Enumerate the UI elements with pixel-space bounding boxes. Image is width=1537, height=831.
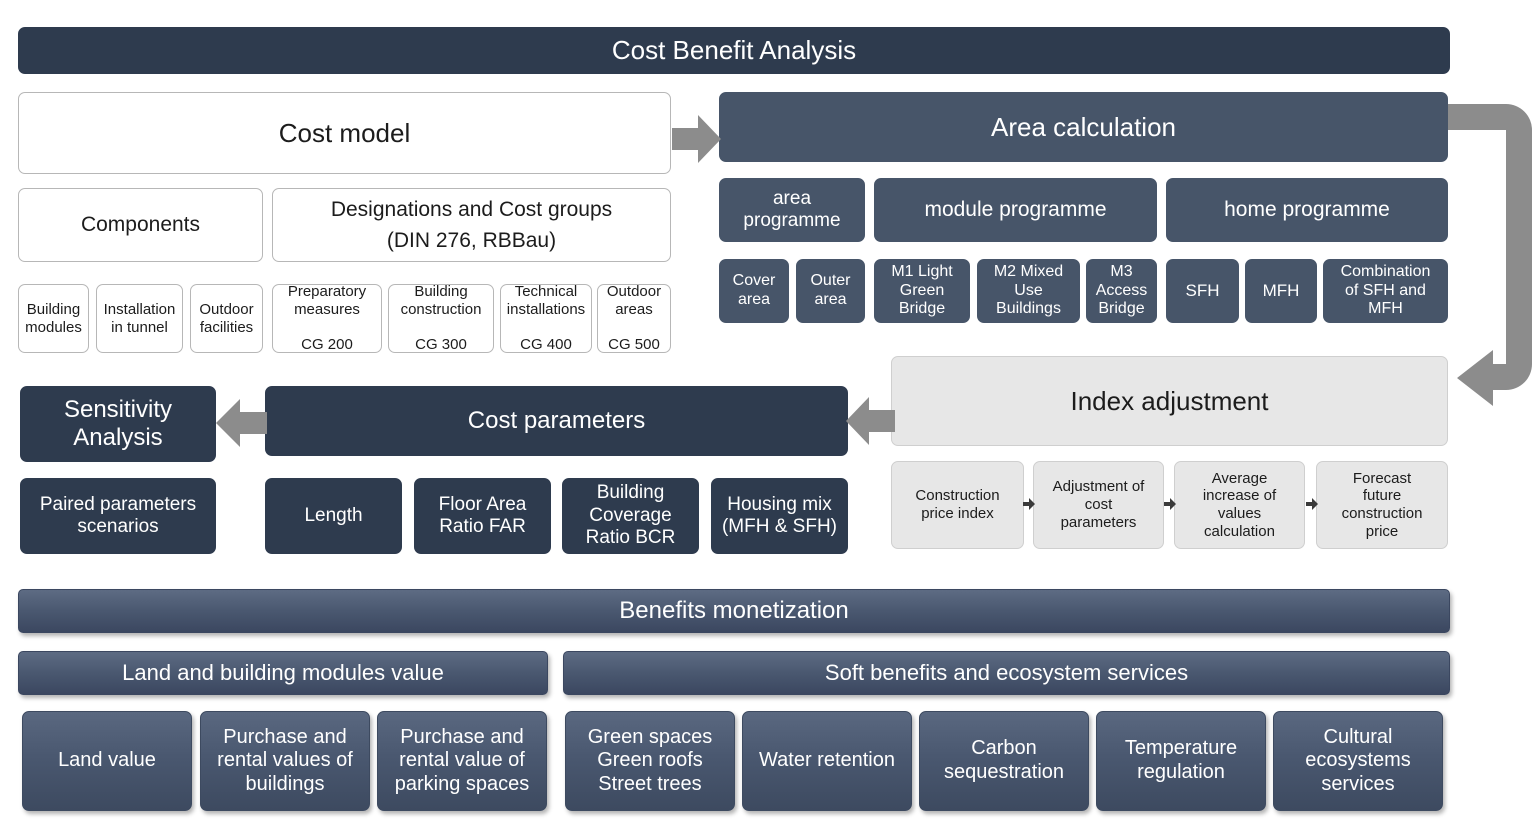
index-adjustment-title: Index adjustment bbox=[891, 356, 1448, 446]
area-calculation-title: Area calculation bbox=[719, 92, 1448, 162]
home-programme-title: home programme bbox=[1166, 178, 1448, 242]
cost-parameter-item-length: Length bbox=[265, 478, 402, 554]
area-programme-title: area programme bbox=[719, 178, 865, 242]
arrow-index-step-1-to-2 bbox=[1023, 497, 1035, 511]
home-programme-item-mfh: MFH bbox=[1245, 259, 1317, 323]
arrow-index-step-2-to-3 bbox=[1164, 497, 1176, 511]
area-programme-item-outer-area: Outer area bbox=[796, 259, 865, 323]
benefits-item-cultural-ecosystems: Cultural ecosystems services bbox=[1273, 711, 1443, 811]
home-programme-item-sfh: SFH bbox=[1166, 259, 1239, 323]
cost-group-item-building-construction: Building construction CG 300 bbox=[388, 283, 494, 353]
index-adjustment-step-construction-price-index: Construction price index bbox=[891, 461, 1024, 549]
arrow-cost-model-to-area-calculation bbox=[672, 113, 722, 165]
cost-parameter-item-floor-area-ratio: Floor Area Ratio FAR bbox=[414, 478, 551, 554]
cost-model-item-building-modules: Building modules bbox=[18, 284, 89, 353]
benefits-category-soft-benefits: Soft benefits and ecosystem services bbox=[563, 651, 1450, 695]
cost-group-item-outdoor-areas: Outdoor areas CG 500 bbox=[597, 283, 671, 353]
benefits-item-green-spaces: Green spaces Green roofs Street trees bbox=[565, 711, 735, 811]
cost-group-item-preparatory-measures: Preparatory measures CG 200 bbox=[272, 283, 382, 353]
arrow-index-step-3-to-4 bbox=[1306, 497, 1318, 511]
home-programme-item-combination: Combination of SFH and MFH bbox=[1323, 259, 1448, 323]
area-programme-item-cover-area: Cover area bbox=[719, 259, 789, 323]
cost-parameter-item-housing-mix: Housing mix (MFH & SFH) bbox=[711, 478, 848, 554]
sensitivity-analysis-item-paired-parameters: Paired parameters scenarios bbox=[20, 478, 216, 554]
cost-parameter-item-building-coverage-ratio: Building Coverage Ratio BCR bbox=[562, 478, 699, 554]
module-programme-item-m1: M1 Light Green Bridge bbox=[874, 259, 970, 323]
benefits-category-land-and-building: Land and building modules value bbox=[18, 651, 548, 695]
cost-model-title: Cost model bbox=[18, 92, 671, 174]
sensitivity-analysis-title: Sensitivity Analysis bbox=[20, 386, 216, 462]
cost-model-group-components: Components bbox=[18, 188, 263, 262]
benefits-item-purchase-rental-parking: Purchase and rental value of parking spa… bbox=[377, 711, 547, 811]
benefits-item-water-retention: Water retention bbox=[742, 711, 912, 811]
module-programme-item-m2: M2 Mixed Use Buildings bbox=[977, 259, 1080, 323]
arrow-cost-parameters-to-sensitivity-analysis bbox=[215, 397, 267, 449]
header-title-bar: Cost Benefit Analysis bbox=[18, 27, 1450, 74]
benefits-item-purchase-rental-buildings: Purchase and rental values of buildings bbox=[200, 711, 370, 811]
index-adjustment-step-forecast-future-price: Forecast future construction price bbox=[1316, 461, 1448, 549]
benefits-item-carbon-sequestration: Carbon sequestration bbox=[919, 711, 1089, 811]
arrow-index-adjustment-to-cost-parameters bbox=[845, 395, 895, 447]
benefits-item-temperature-regulation: Temperature regulation bbox=[1096, 711, 1266, 811]
page-title: Cost Benefit Analysis bbox=[611, 35, 857, 66]
index-adjustment-step-average-increase: Average increase of values calculation bbox=[1174, 461, 1305, 549]
cost-parameters-title: Cost parameters bbox=[265, 386, 848, 456]
arrow-area-calculation-to-index-adjustment bbox=[1444, 96, 1537, 426]
cost-model-group-designations: Designations and Cost groups (DIN 276, R… bbox=[272, 188, 671, 262]
module-programme-title: module programme bbox=[874, 178, 1157, 242]
cost-model-item-installation-in-tunnel: Installation in tunnel bbox=[96, 284, 183, 353]
benefits-monetization-title: Benefits monetization bbox=[18, 589, 1450, 633]
cost-group-item-technical-installations: Technical installations CG 400 bbox=[500, 283, 592, 353]
benefits-item-land-value: Land value bbox=[22, 711, 192, 811]
cost-model-item-outdoor-facilities: Outdoor facilities bbox=[190, 284, 263, 353]
index-adjustment-step-adjustment-of-cost-parameters: Adjustment of cost parameters bbox=[1033, 461, 1164, 549]
module-programme-item-m3: M3 Access Bridge bbox=[1086, 259, 1157, 323]
